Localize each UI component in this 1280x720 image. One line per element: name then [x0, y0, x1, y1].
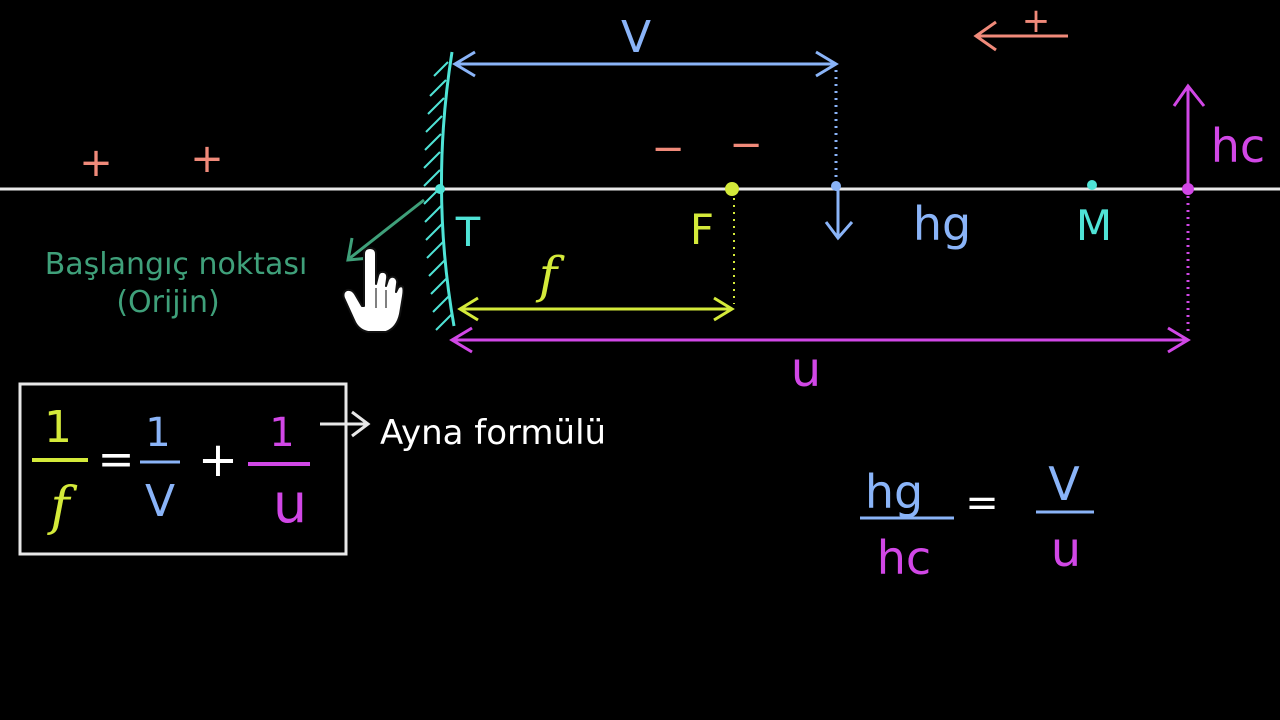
v-label: V — [621, 12, 651, 63]
u-distance-arrow — [449, 326, 1191, 354]
image-point — [831, 181, 841, 191]
concave-mirror — [423, 51, 456, 331]
mag-left-denominator: hc — [877, 531, 931, 585]
minus-sign-right: − — [729, 122, 763, 168]
positive-direction-arrow — [973, 20, 1068, 52]
pole-point — [435, 184, 445, 194]
u-label: u — [791, 342, 821, 398]
hg-label: hg — [913, 197, 971, 251]
formula-equals: = — [98, 434, 135, 485]
focus-label: F — [690, 205, 714, 254]
pole-label: T — [455, 210, 481, 256]
formula-term1-numerator: 1 — [145, 410, 170, 456]
center-point — [1087, 180, 1097, 190]
mirror-formula: 1 f = 1 V + 1 u — [32, 402, 310, 537]
object-arrow — [1172, 83, 1206, 334]
formula-term2-denominator: u — [273, 472, 307, 535]
formula-lhs-numerator: 1 — [44, 402, 72, 453]
plus-sign-right: + — [190, 136, 224, 182]
mag-right-numerator: V — [1048, 457, 1080, 511]
formula-plus: + — [198, 432, 238, 488]
focus-point — [725, 182, 739, 196]
hand-pointer-icon — [342, 247, 404, 333]
hc-label: hc — [1211, 119, 1265, 173]
origin-pointer-arrow — [346, 198, 425, 262]
plus-sign-left: + — [79, 140, 113, 186]
f-label: f — [535, 246, 565, 304]
formula-lhs-denominator: f — [46, 477, 77, 537]
formula-term1-denominator: V — [145, 476, 175, 527]
mirror-formula-label: Ayna formülü — [380, 413, 606, 453]
positive-direction-sign: + — [1022, 1, 1051, 41]
minus-sign-left: − — [651, 126, 685, 172]
center-label: M — [1076, 201, 1112, 250]
magnification-formula: hg hc = V u — [860, 457, 1094, 585]
v-distance-arrow — [452, 50, 839, 186]
mag-equals: = — [965, 480, 999, 526]
image-arrow — [824, 189, 854, 241]
origin-sublabel: (Orijin) — [116, 285, 219, 320]
f-distance-arrow — [457, 296, 735, 322]
formula-term2-numerator: 1 — [269, 410, 294, 456]
origin-label: Başlangıç noktası — [45, 247, 308, 282]
mirror-formula-box — [18, 382, 348, 556]
formula-label-arrow — [320, 410, 371, 438]
mag-right-denominator: u — [1051, 522, 1081, 578]
mag-left-numerator: hg — [865, 465, 923, 519]
object-point — [1182, 183, 1194, 195]
